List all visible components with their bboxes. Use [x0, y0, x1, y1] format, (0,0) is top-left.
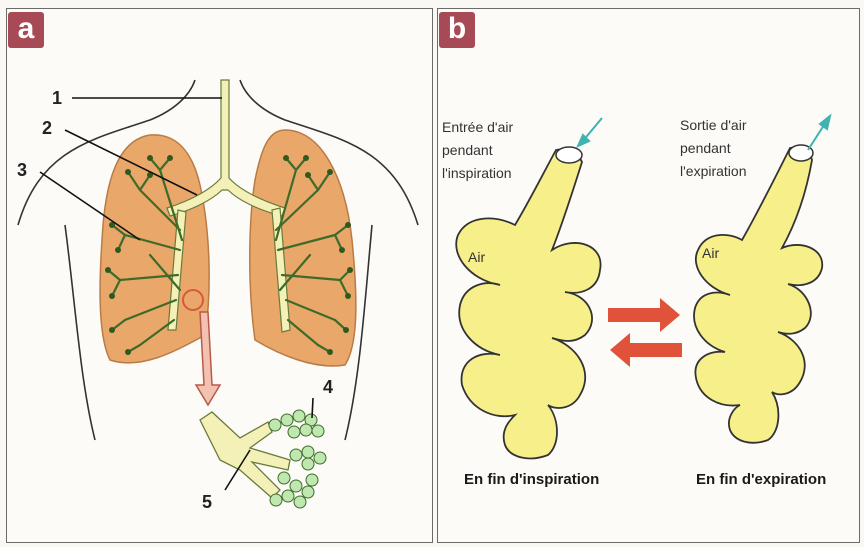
caption-expiration: En fin d'expiration	[696, 471, 826, 488]
airflow-in-arrow	[578, 118, 602, 146]
air-label-expiration: Air	[702, 245, 719, 261]
arrow-to-expiration	[608, 298, 680, 332]
expiration-note-line-3: l'expiration	[680, 163, 747, 179]
alveolar-sac-deflated	[694, 145, 822, 443]
label-4: 4	[323, 377, 333, 397]
air-label-inspiration: Air	[468, 249, 485, 265]
inspiration-note-line-2: pendant	[442, 142, 493, 158]
inspiration-note-line-1: Entrée d'air	[442, 119, 513, 135]
caption-inspiration: En fin d'inspiration	[464, 471, 599, 488]
label-5: 5	[202, 492, 212, 512]
label-2: 2	[42, 118, 52, 138]
label-3: 3	[17, 160, 27, 180]
expiration-note-line-1: Sortie d'air	[680, 117, 747, 133]
arrow-to-inspiration	[610, 333, 682, 367]
inspiration-note-line-3: l'inspiration	[442, 165, 512, 181]
expiration-note-line-2: pendant	[680, 140, 731, 156]
alveolar-sac-inflated	[456, 147, 600, 458]
label-1: 1	[52, 88, 62, 108]
airflow-out-arrow	[808, 116, 830, 150]
